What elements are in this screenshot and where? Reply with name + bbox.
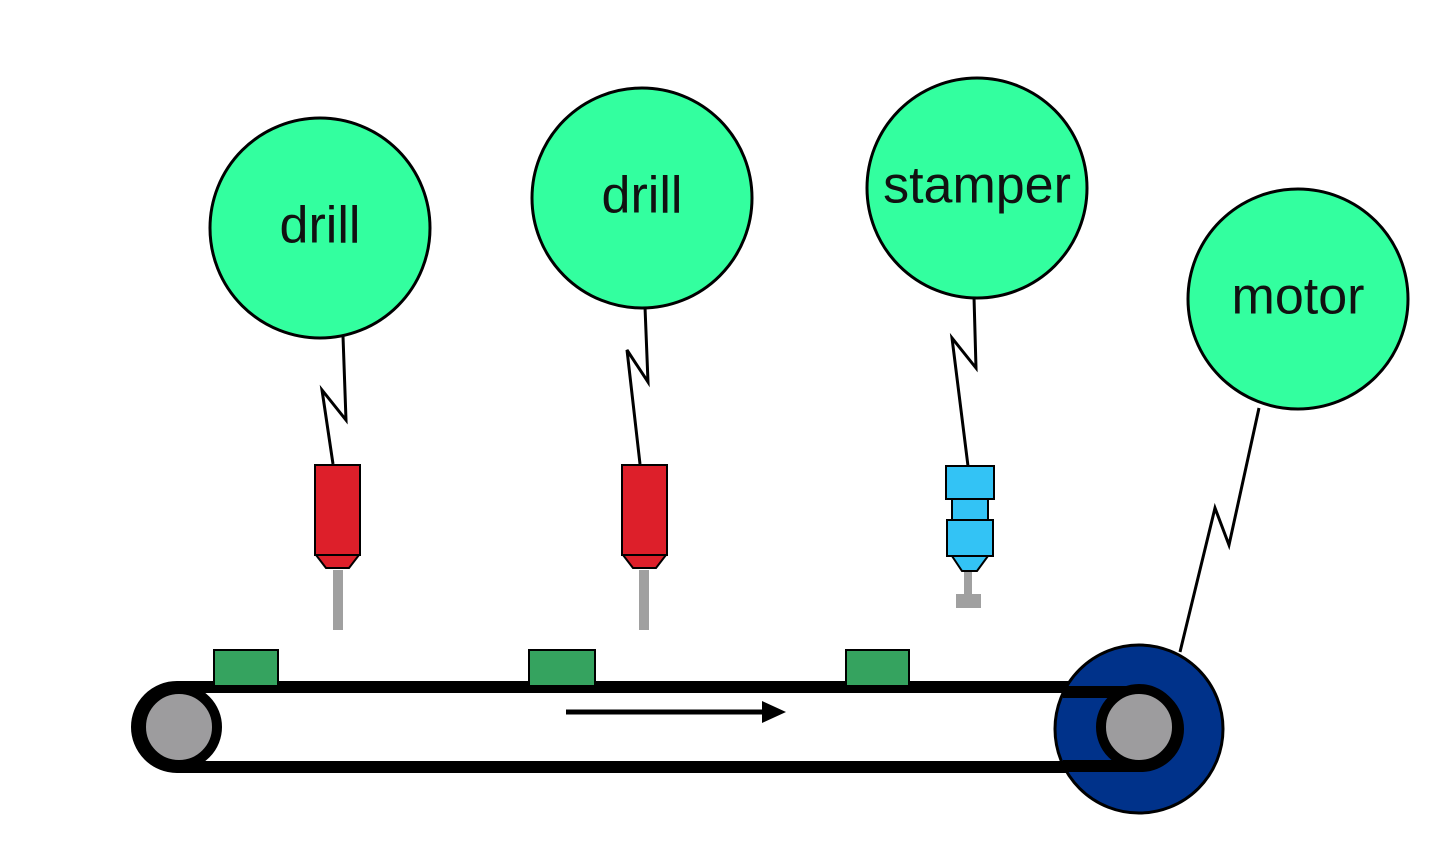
node-motor: motor: [1186, 187, 1410, 411]
conveyor-belt: [131, 681, 1189, 773]
belt-loop: [131, 681, 1189, 773]
direction-arrow-icon: [566, 701, 786, 723]
drill-tool-icon: [313, 464, 362, 630]
workpiece: [213, 649, 279, 687]
stamper-tool-icon: [945, 465, 995, 608]
node-label: stamper: [883, 157, 1071, 215]
node-label: drill: [602, 167, 683, 225]
node-drill-1: drill: [208, 116, 432, 340]
node-label: drill: [280, 197, 361, 255]
node-drill-2: drill: [530, 86, 754, 310]
right-pulley: [1096, 684, 1182, 770]
left-pulley: [136, 684, 222, 770]
node-label: motor: [1232, 268, 1365, 326]
node-stamper: stamper: [865, 76, 1089, 300]
connector-wire: [319, 335, 348, 465]
connector-wire: [949, 296, 978, 467]
workpiece: [845, 649, 910, 687]
connector-wire: [1178, 407, 1261, 653]
drill-tool-icon: [620, 464, 669, 630]
connector-wire: [625, 306, 650, 465]
workpiece: [528, 649, 596, 687]
